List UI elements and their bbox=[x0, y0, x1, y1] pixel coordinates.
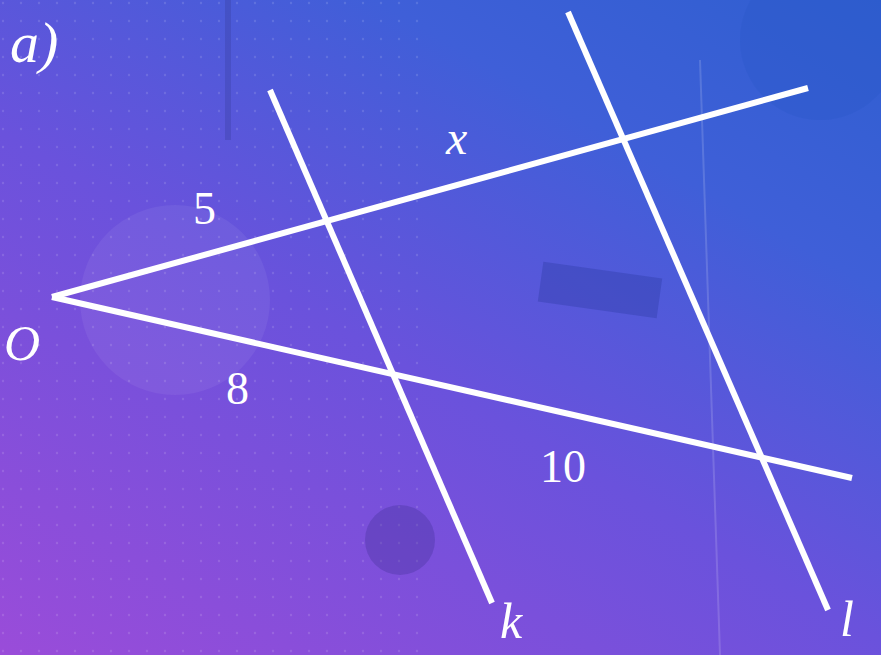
line-l bbox=[568, 12, 828, 610]
segment-length: 8 bbox=[226, 366, 249, 412]
line-label: l bbox=[840, 594, 854, 644]
unknown-length: x bbox=[446, 114, 467, 162]
upper-ray bbox=[52, 88, 808, 297]
segment-length: 5 bbox=[193, 186, 216, 232]
part-label: a) bbox=[10, 14, 58, 72]
line-label: k bbox=[500, 596, 522, 646]
segment-length: 10 bbox=[540, 444, 586, 490]
vertex-label: O bbox=[4, 318, 40, 368]
line-k bbox=[270, 90, 492, 603]
